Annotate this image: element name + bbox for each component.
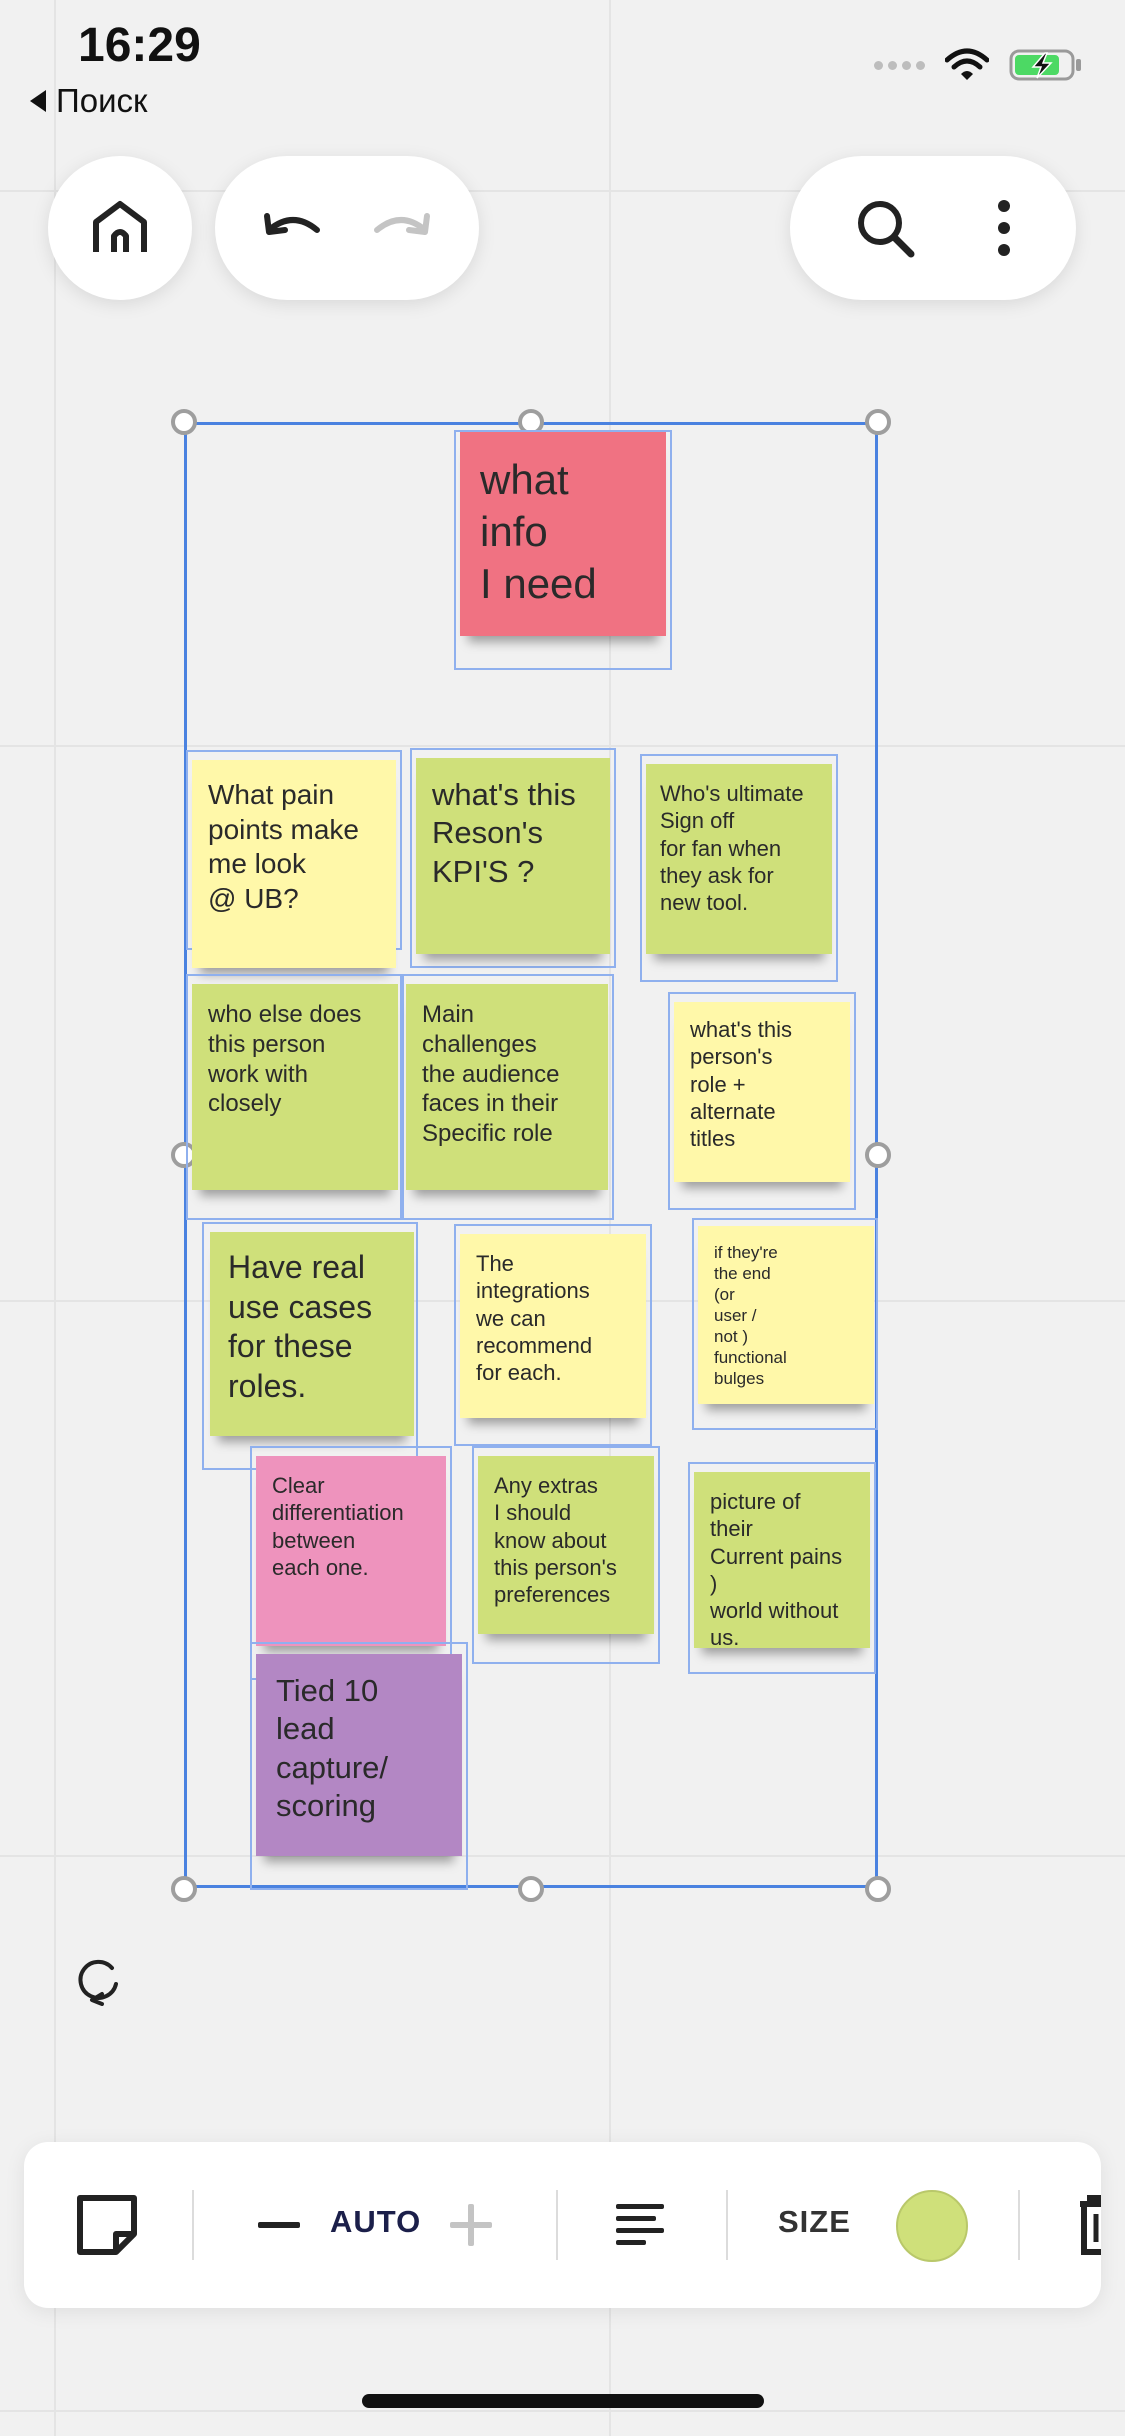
color-swatch-button[interactable] xyxy=(896,2190,968,2262)
sticky-note[interactable]: if they're the end (or user / not ) func… xyxy=(698,1226,874,1404)
sticky-note[interactable]: The integrations we can recommend for ea… xyxy=(460,1234,646,1418)
note-selection-frame xyxy=(692,1218,878,1430)
search-menu-group xyxy=(790,156,1076,300)
sticky-note-text: Any extras I should know about this pers… xyxy=(494,1473,617,1608)
note-selection-frame xyxy=(472,1446,660,1664)
sticky-note-text: what's this person's role + alternate ti… xyxy=(690,1017,793,1152)
note-selection-frame xyxy=(400,974,614,1220)
redo-icon[interactable] xyxy=(371,208,431,248)
resize-handle-right[interactable] xyxy=(865,1142,891,1168)
resize-handle-bottom-right[interactable] xyxy=(865,1876,891,1902)
sticky-note-icon[interactable] xyxy=(76,2194,138,2256)
signal-icon xyxy=(874,60,925,70)
sticky-note[interactable]: who else does this person work with clos… xyxy=(192,984,398,1190)
undo-icon[interactable] xyxy=(263,208,323,248)
note-selection-frame xyxy=(250,1642,468,1890)
resize-handle-bottom-left[interactable] xyxy=(171,1876,197,1902)
sticky-note[interactable]: Have real use cases for these roles. xyxy=(210,1232,414,1436)
note-selection-frame xyxy=(688,1462,876,1674)
search-icon[interactable] xyxy=(854,197,916,259)
plus-icon[interactable] xyxy=(450,2204,492,2246)
sticky-note[interactable]: Any extras I should know about this pers… xyxy=(478,1456,654,1634)
home-indicator xyxy=(362,2394,764,2408)
battery-charging-icon xyxy=(1009,49,1081,81)
resize-handle-top-left[interactable] xyxy=(171,409,197,435)
sticky-note-text: Tied 10 lead capture/ scoring xyxy=(276,1673,389,1824)
sticky-note-text: what's this Reson's KPI'S ? xyxy=(432,777,576,889)
status-icons xyxy=(874,48,1083,82)
bottom-toolbar: AUTO SIZE xyxy=(24,2142,1101,2308)
minus-icon[interactable] xyxy=(258,2222,300,2228)
sticky-note-text: Clear differentiation between each one. xyxy=(272,1473,404,1580)
home-button[interactable] xyxy=(48,156,192,300)
status-time: 16:29 xyxy=(78,19,201,72)
note-selection-frame xyxy=(454,1224,652,1446)
sticky-note-text: What pain points make me look @ UB? xyxy=(208,779,359,915)
sticky-note[interactable]: what's this person's role + alternate ti… xyxy=(674,1002,850,1182)
sticky-note[interactable]: Main challenges the audience faces in th… xyxy=(406,984,608,1190)
sticky-note[interactable]: Clear differentiation between each one. xyxy=(256,1456,446,1646)
wifi-icon xyxy=(945,48,989,80)
home-icon xyxy=(93,201,147,252)
back-label: Поиск xyxy=(56,82,148,119)
sticky-note[interactable]: picture of their Current pains ) world w… xyxy=(694,1472,870,1648)
sticky-note-text: The integrations we can recommend for ea… xyxy=(476,1251,593,1386)
resize-handle-top-right[interactable] xyxy=(865,409,891,435)
size-button[interactable]: SIZE xyxy=(778,2204,851,2239)
note-selection-frame xyxy=(186,974,404,1220)
back-to-search-link[interactable]: Поиск xyxy=(30,82,147,120)
toolbar-divider xyxy=(556,2190,558,2260)
resize-handle-bottom[interactable] xyxy=(518,1876,544,1902)
note-selection-frame xyxy=(454,430,672,670)
note-selection-frame xyxy=(668,992,856,1210)
sticky-note[interactable]: What pain points make me look @ UB? xyxy=(192,760,396,968)
sticky-note[interactable]: Who's ultimate Sign off for fan when the… xyxy=(646,764,832,954)
toolbar-divider xyxy=(726,2190,728,2260)
more-vertical-icon[interactable] xyxy=(996,198,1012,258)
note-selection-frame xyxy=(410,748,616,968)
sticky-note-text: who else does this person work with clos… xyxy=(208,1001,362,1118)
size-mode-value: AUTO xyxy=(330,2204,422,2239)
sticky-note[interactable]: what info I need xyxy=(460,432,666,636)
align-left-icon[interactable] xyxy=(616,2204,664,2246)
sticky-note-text: Have real use cases for these roles. xyxy=(228,1249,373,1405)
sticky-note-text: if they're the end (or user / not ) func… xyxy=(714,1243,787,1389)
toolbar-divider xyxy=(1018,2190,1020,2260)
sticky-note-text: what info I need xyxy=(480,456,597,608)
rotate-icon[interactable] xyxy=(72,1954,124,2006)
sticky-note-text: Main challenges the audience faces in th… xyxy=(422,1001,560,1147)
back-arrow-icon xyxy=(30,90,46,112)
sticky-note[interactable]: what's this Reson's KPI'S ? xyxy=(416,758,610,954)
sticky-note-text: picture of their Current pains ) world w… xyxy=(710,1489,843,1648)
delete-icon[interactable] xyxy=(1076,2194,1101,2256)
undo-redo-group xyxy=(215,156,479,300)
sticky-note[interactable]: Tied 10 lead capture/ scoring xyxy=(256,1654,462,1856)
toolbar-divider xyxy=(192,2190,194,2260)
sticky-note-text: Who's ultimate Sign off for fan when the… xyxy=(660,781,804,916)
note-selection-frame xyxy=(640,754,838,982)
